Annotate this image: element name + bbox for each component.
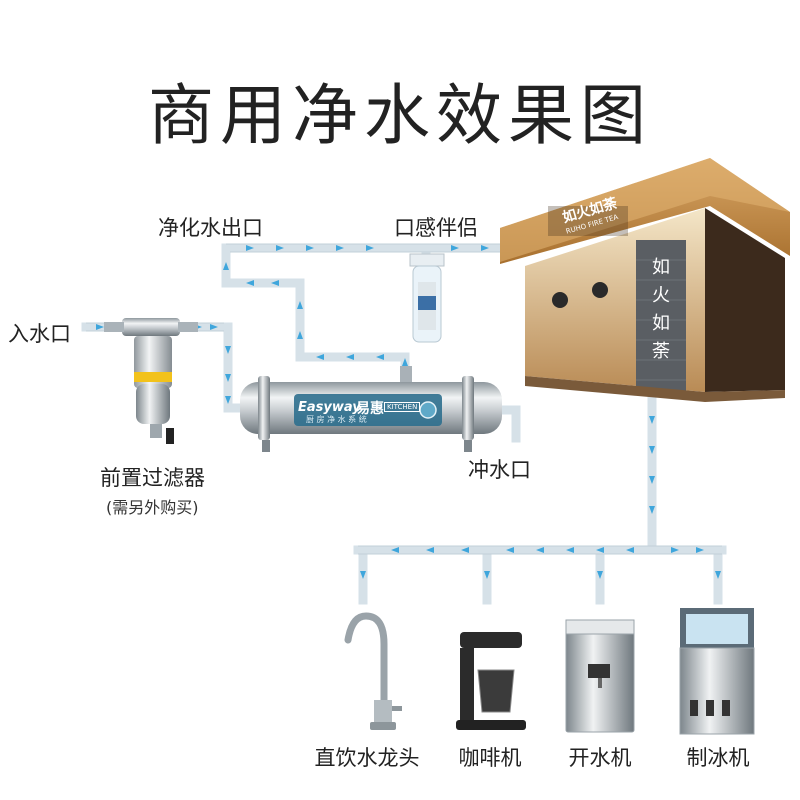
flow-arrow-icon bbox=[696, 547, 704, 553]
flow-arrow-icon bbox=[271, 280, 279, 286]
pipe-purified-outlet bbox=[221, 243, 510, 375]
flow-arrow-icon bbox=[671, 547, 679, 553]
flow-arrow-icon bbox=[96, 324, 104, 330]
flow-arrow-icon bbox=[481, 245, 489, 251]
appliance-label-coffee: 咖啡机 bbox=[458, 746, 522, 770]
flow-arrow-icon bbox=[360, 571, 366, 579]
flush-label: 冲水口 bbox=[468, 458, 531, 482]
appliance-label-faucet: 直饮水龙头 bbox=[314, 746, 420, 770]
flow-arrow-icon bbox=[376, 354, 384, 360]
purifier-subtitle: 厨 房 净 水 系 统 bbox=[306, 415, 367, 424]
flow-arrow-icon bbox=[366, 245, 374, 251]
faucet bbox=[344, 612, 402, 730]
flow-arrow-icon bbox=[210, 324, 218, 330]
page-title: 商用净水效果图 bbox=[148, 77, 652, 154]
purifier-brand-cn: 易惠 bbox=[356, 401, 384, 417]
flow-arrow-icon bbox=[715, 571, 721, 579]
water-boiler bbox=[565, 619, 635, 733]
flow-arrow-icon bbox=[426, 547, 434, 553]
flow-arrow-icon bbox=[223, 262, 229, 270]
flow-arrow-icon bbox=[246, 245, 254, 251]
flow-arrow-icon bbox=[346, 354, 354, 360]
companion-label: 口感伴侣 bbox=[394, 216, 478, 240]
flow-arrow-icon bbox=[336, 245, 344, 251]
flow-arrow-icon bbox=[276, 245, 284, 251]
flow-arrow-icon bbox=[225, 346, 231, 354]
flow-arrow-icon bbox=[297, 301, 303, 309]
flow-arrow-icon bbox=[402, 358, 408, 366]
appliance-label-icemaker: 制冰机 bbox=[686, 746, 750, 770]
purified-outlet-label: 净化水出口 bbox=[158, 216, 263, 240]
flow-arrow-icon bbox=[451, 245, 459, 251]
flow-arrow-icon bbox=[316, 354, 324, 360]
flow-arrow-icon bbox=[297, 331, 303, 339]
prefilter-note: (需另外购买) bbox=[106, 498, 199, 517]
flow-arrow-icon bbox=[649, 506, 655, 514]
pipe-flush bbox=[491, 405, 521, 443]
flow-arrow-icon bbox=[225, 396, 231, 404]
flow-arrow-icon bbox=[566, 547, 574, 553]
prefilter-device bbox=[104, 318, 198, 444]
shop-pillar-sign: 如火如荼 bbox=[652, 257, 670, 362]
flow-arrow-icon bbox=[649, 476, 655, 484]
flow-arrow-icon bbox=[225, 374, 231, 382]
flow-arrow-icon bbox=[626, 547, 634, 553]
tea-shop bbox=[500, 158, 790, 402]
flow-arrow-icon bbox=[391, 547, 399, 553]
inlet-label: 入水口 bbox=[8, 322, 71, 346]
appliance-label-boiler: 开水机 bbox=[568, 746, 632, 770]
flow-arrow-icon bbox=[306, 245, 314, 251]
flow-arrow-icon bbox=[649, 416, 655, 424]
purifier-brand: Easyway bbox=[298, 400, 361, 415]
prefilter-label: 前置过滤器 bbox=[100, 466, 205, 490]
ice-maker bbox=[679, 608, 755, 735]
flow-arrow-icon bbox=[461, 547, 469, 553]
flow-arrow-icon bbox=[649, 446, 655, 454]
flow-arrow-icon bbox=[596, 547, 604, 553]
flow-arrow-icon bbox=[484, 571, 490, 579]
taste-companion-filter bbox=[409, 253, 445, 343]
flow-arrows bbox=[96, 245, 721, 579]
flow-arrow-icon bbox=[597, 571, 603, 579]
coffee-machine bbox=[456, 632, 526, 730]
flow-arrow-icon bbox=[506, 547, 514, 553]
flow-arrow-icon bbox=[246, 280, 254, 286]
purifier-badge: KITCHEN bbox=[384, 402, 421, 412]
flow-arrow-icon bbox=[536, 547, 544, 553]
